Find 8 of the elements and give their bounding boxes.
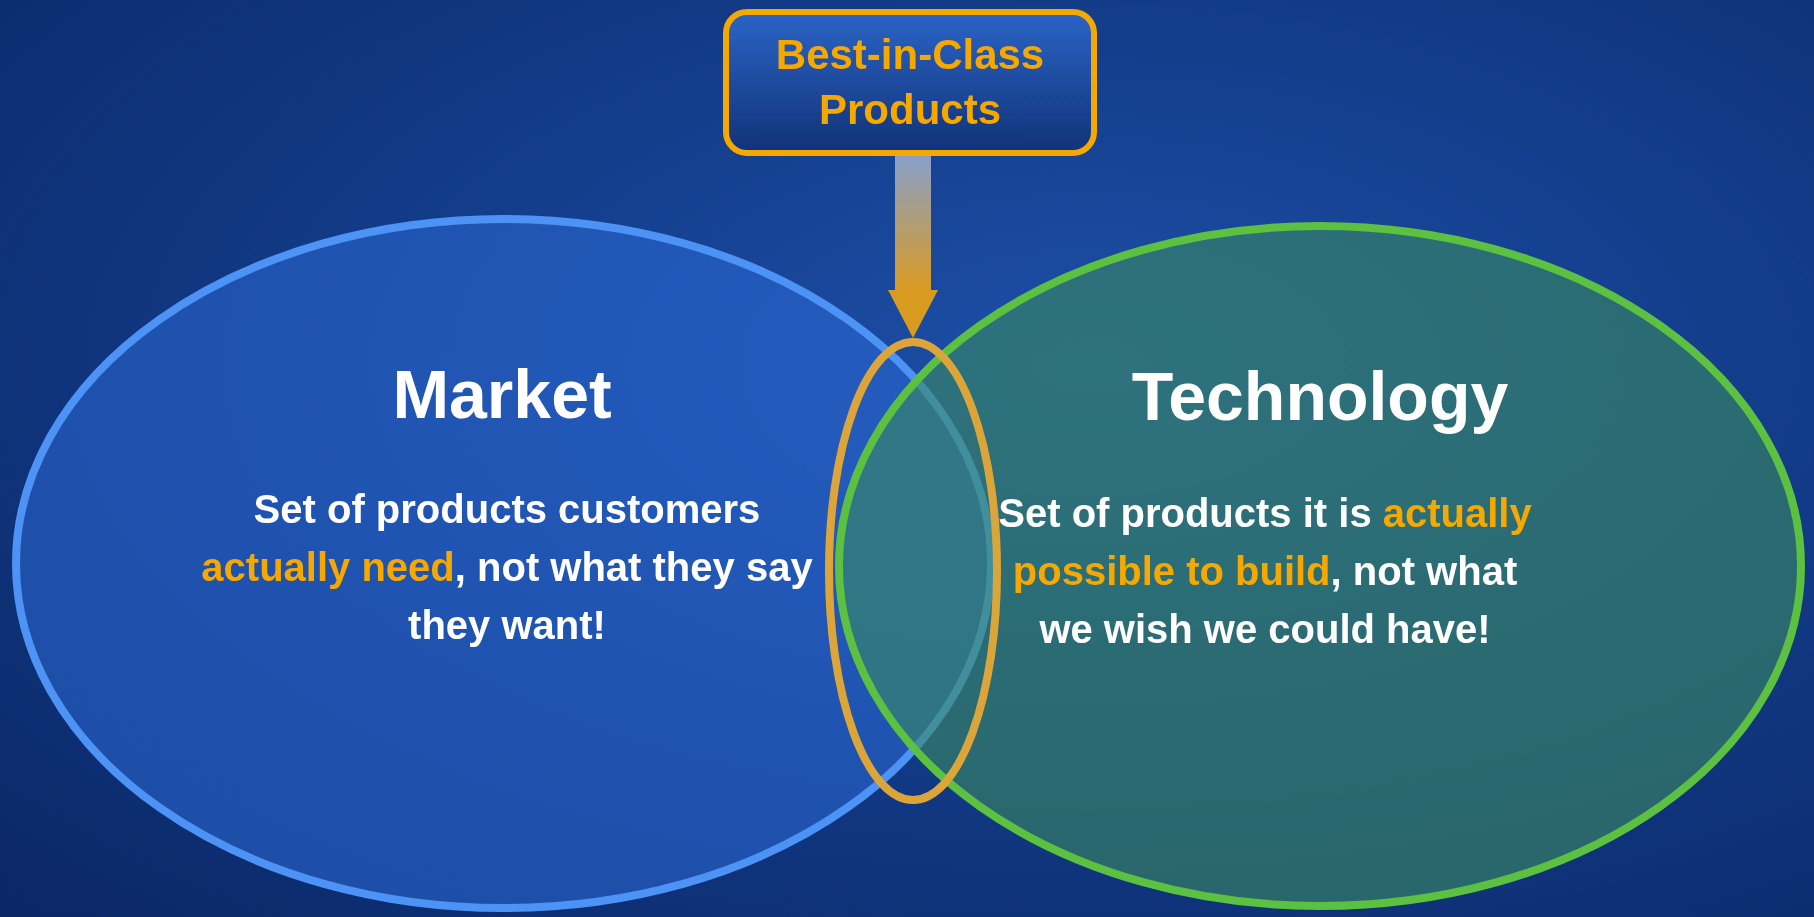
ellipse-title: Market xyxy=(391,355,613,434)
venn-ellipse xyxy=(835,222,1805,910)
ellipse-title: Technology xyxy=(1130,357,1510,436)
ellipse-description: Set of products customers actually need, not what they say they want! xyxy=(200,486,814,649)
arrow xyxy=(888,156,938,338)
callout-box: Best-in-Class Products xyxy=(723,9,1097,156)
intersection-ellipse xyxy=(825,338,1001,804)
ellipse-description: Set of products it is actually possible to build, not what we wish we could have! xyxy=(997,490,1533,653)
